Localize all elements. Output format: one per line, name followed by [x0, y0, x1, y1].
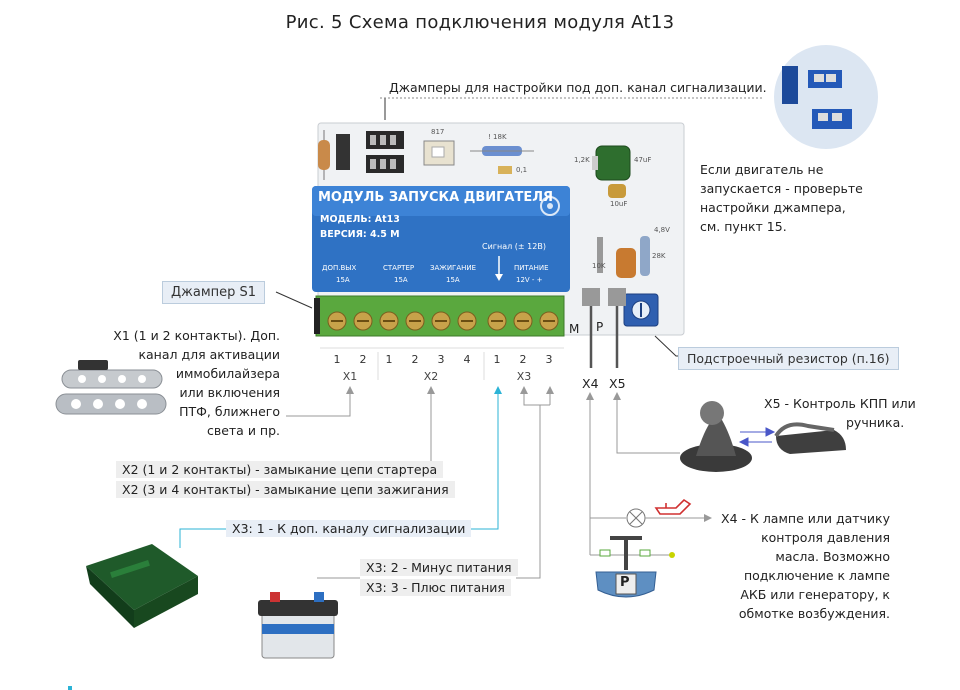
- handbrake-photo: [774, 422, 846, 454]
- module-model: МОДЕЛЬ: At13: [320, 214, 400, 225]
- oil-pressure-sensor: [590, 536, 675, 598]
- capacitor-10uf: [608, 184, 626, 198]
- x1-note-line-5: ПТФ, ближнего: [179, 404, 280, 419]
- capacitor-small: [498, 166, 512, 174]
- gear-icon: [540, 196, 560, 216]
- channel-label-starter: СТАРТЕР: [383, 264, 415, 272]
- pin-number: 1: [493, 353, 501, 366]
- channel-amps-dop: 15A: [336, 276, 350, 284]
- component-label-48v: 4,8V: [654, 226, 670, 234]
- pin-number: 3: [545, 353, 553, 366]
- jumper-blocks: [336, 131, 404, 173]
- x1-note-line-3: иммобилайзера: [175, 366, 280, 381]
- x5-note-line-1: X5 - Контроль КПП или: [764, 396, 916, 411]
- pin-block-p: [608, 288, 626, 306]
- x4-note-line-2: контроля давления: [761, 530, 890, 545]
- engine-note-line-4: см. пункт 15.: [700, 219, 787, 234]
- x1-note-line-2: канал для активации: [138, 347, 280, 362]
- x1-note-line-1: X1 (1 и 2 контакты). Доп.: [113, 328, 280, 343]
- x4-note-line-6: обмотке возбуждения.: [738, 606, 890, 621]
- channel-amps-power: 12V - +: [516, 276, 543, 284]
- channel-amps-ignition: 15A: [446, 276, 460, 284]
- pin-label-p: P: [596, 320, 604, 334]
- x4-note-line-3: масла. Возможно: [775, 549, 890, 564]
- x2-note-line-1: X2 (1 и 2 контакты) - замыкание цепи ста…: [116, 461, 444, 478]
- pin-number: 4: [463, 353, 471, 366]
- module-version: ВЕРСИЯ: 4.5 M: [320, 229, 400, 240]
- jumper-s1-label: Джампер S1: [162, 281, 266, 304]
- swap-arrows-icon: [738, 427, 776, 447]
- pin-number: 1: [385, 353, 393, 366]
- component-label-01: 0,1: [516, 166, 528, 174]
- x3-2-note: X3: 2 - Минус питания: [360, 559, 518, 576]
- component-label-817: 817: [431, 128, 445, 136]
- terminal-screws: [327, 311, 559, 331]
- alarm-unit-photo: [86, 544, 198, 628]
- engine-note-line-1: Если двигатель не: [700, 162, 824, 177]
- component-label-12k: 1,2K: [574, 156, 590, 164]
- module-heading: МОДУЛЬ ЗАПУСКА ДВИГАТЕЛЯ: [318, 190, 554, 205]
- diagram-title: Рис. 5 Схема подключения модуля At13: [285, 12, 675, 33]
- trimmer-note: Подстроечный резистор (п.16): [678, 347, 899, 370]
- gauge-letter: P: [620, 575, 630, 590]
- diode-leg: [597, 237, 603, 273]
- component-label-28k: 28K: [652, 252, 666, 260]
- pin-number: 1: [333, 353, 341, 366]
- connector-label-x4: X4: [582, 376, 599, 391]
- jumper-zoom-photo: [774, 45, 878, 149]
- gear-shifter-photo: [680, 401, 752, 472]
- x1-note-line-4: или включения: [179, 385, 280, 400]
- channel-label-ignition: ЗАЖИГАНИЕ: [430, 264, 477, 272]
- component-label-10k: 10K: [592, 262, 606, 270]
- resistor-left: [318, 130, 330, 180]
- battery-photo: [258, 592, 338, 659]
- channel-amps-starter: 15A: [394, 276, 408, 284]
- led-daytime-lights-photo: [55, 360, 167, 415]
- x4-note-line-1: X4 - К лампе или датчику: [721, 511, 890, 526]
- pin-block-m: [582, 288, 600, 306]
- engine-note-line-3: настройки джампера,: [700, 200, 846, 215]
- channel-label-dop: ДОП.ВЫХ: [322, 264, 357, 272]
- connector-label-x5: X5: [609, 376, 626, 391]
- group-label-x1: X1: [342, 370, 358, 383]
- jumpers-note: Джамперы для настройки под доп. канал си…: [389, 80, 767, 95]
- x3-3-note: X3: 3 - Плюс питания: [360, 579, 511, 596]
- x3-1-note: X3: 1 - К доп. каналу сигнализации: [226, 520, 472, 537]
- module-signal-label: Сигнал (± 12В): [482, 242, 546, 251]
- resistor-28k: [640, 236, 650, 276]
- pin-number: 2: [411, 353, 419, 366]
- oil-can-icon: [654, 498, 692, 515]
- component-label-47uf: 47uF: [634, 156, 652, 164]
- component-label-18k: ! 18K: [488, 133, 507, 141]
- x5-note-line-2: ручника.: [846, 415, 905, 430]
- group-label-x3: X3: [516, 370, 532, 383]
- x4-note-line-5: АКБ или генератору, к: [740, 587, 890, 602]
- pin-label-m: M: [569, 322, 580, 336]
- electrolytic-capacitor: [595, 145, 631, 181]
- x2-note-line-2: X2 (3 и 4 контакты) - замыкание цепи заж…: [116, 481, 455, 498]
- pin-number: 2: [359, 353, 367, 366]
- x4-note-line-4: подключение к лампе: [743, 568, 890, 583]
- pin-number: 3: [437, 353, 445, 366]
- component-label-10uf: 10uF: [610, 200, 628, 208]
- resistor-orange: [616, 248, 636, 278]
- x1-note-line-6: света и пр.: [206, 423, 280, 438]
- engine-note-line-2: запускается - проверьте: [700, 181, 863, 196]
- pin-number: 2: [519, 353, 527, 366]
- group-label-x2: X2: [423, 370, 439, 383]
- channel-label-power: ПИТАНИЕ: [514, 264, 549, 272]
